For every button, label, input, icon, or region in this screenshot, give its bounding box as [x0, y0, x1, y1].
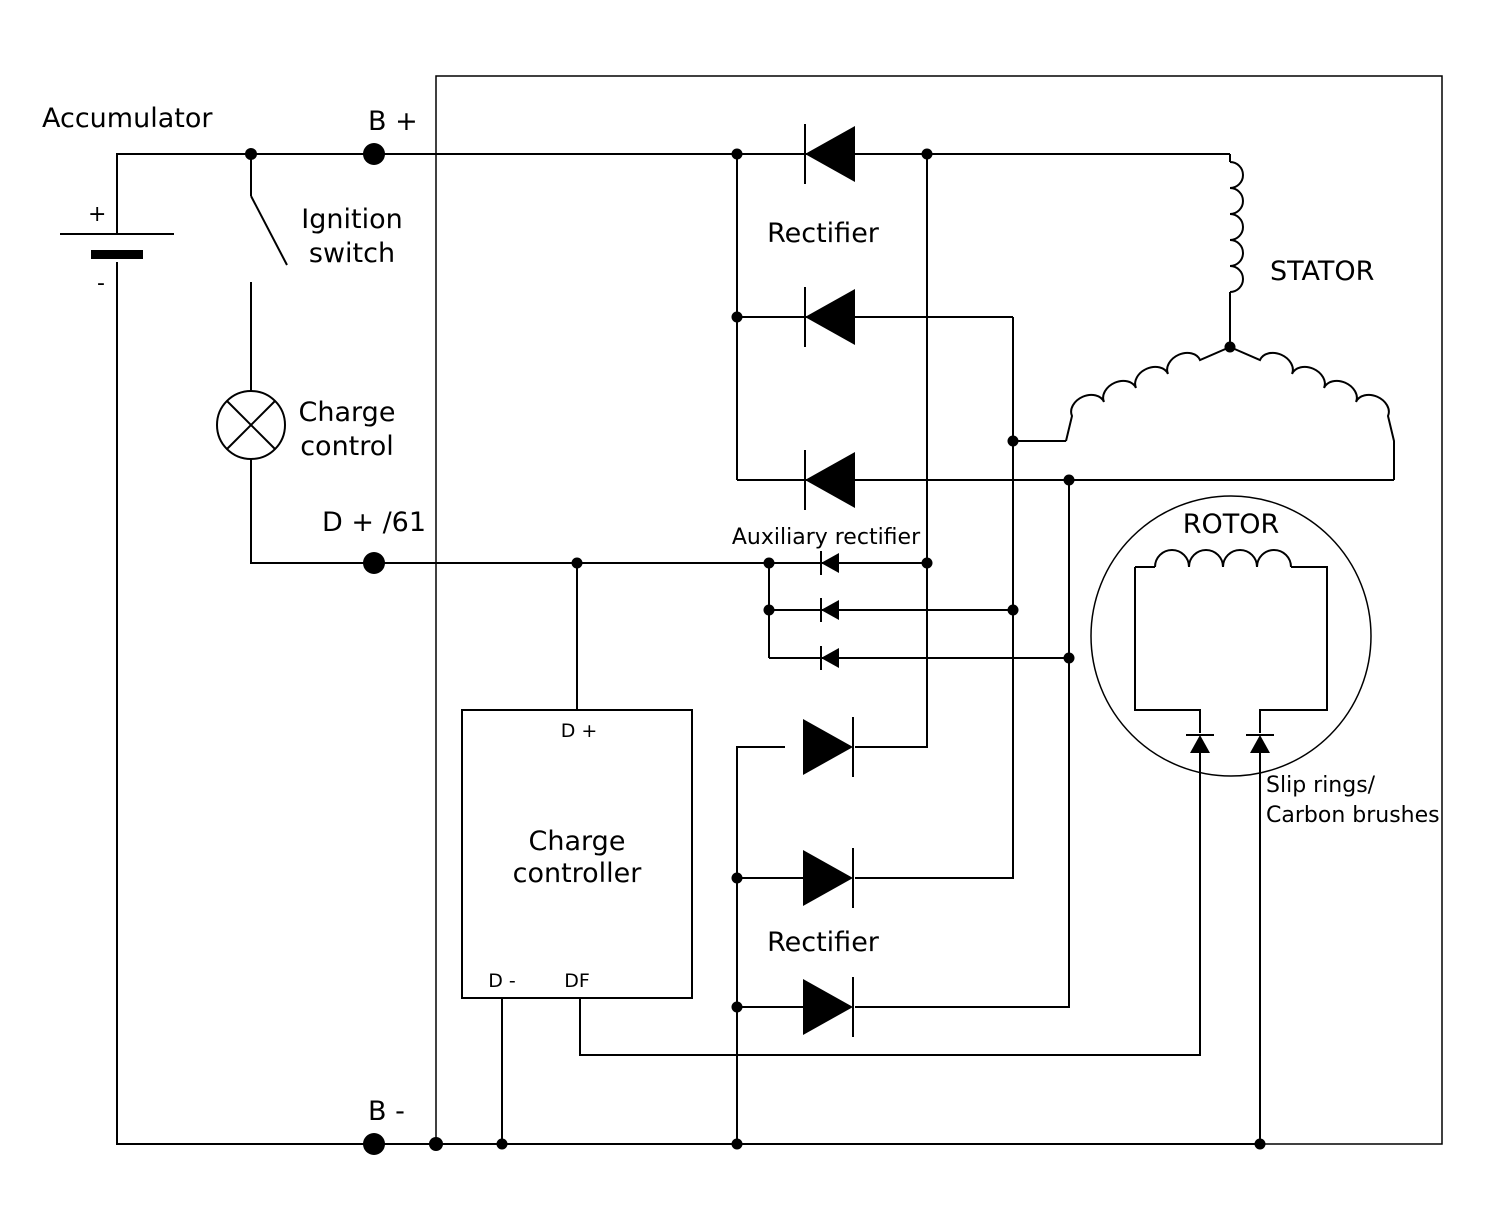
- controller-df-label: DF: [564, 970, 590, 992]
- ignition-switch-label-2: switch: [309, 238, 395, 269]
- battery-plus-sign: +: [88, 202, 106, 227]
- b-plus-label: B +: [368, 106, 418, 137]
- slip-rings-label-1: Slip rings/: [1266, 773, 1376, 798]
- charge-control-lamp: [216, 390, 286, 460]
- stator-label: STATOR: [1270, 256, 1374, 287]
- ignition-switch-label-1: Ignition: [301, 204, 402, 235]
- charge-control-label-1: Charge: [299, 397, 396, 428]
- b-minus-label: B -: [368, 1096, 405, 1127]
- battery-circuit: [60, 153, 372, 1145]
- d-plus-61-label: D + /61: [322, 507, 426, 538]
- rectifier-top-label: Rectifier: [767, 218, 880, 249]
- phase-line-1: [855, 154, 928, 748]
- charge-control-label-2: control: [300, 431, 394, 462]
- charge-controller-label-2: controller: [513, 858, 643, 889]
- d-plus-terminal: [363, 552, 385, 574]
- junction-dots: [245, 148, 1266, 1151]
- charge-controller-box: [461, 709, 693, 999]
- phase-line-2: [855, 317, 1014, 879]
- accumulator-label: Accumulator: [42, 103, 213, 134]
- ignition-switch: [250, 154, 288, 391]
- b-plus-terminal: [363, 143, 385, 165]
- upper-rectifier: [736, 124, 1394, 510]
- battery-short-plate: [91, 250, 143, 259]
- b-minus-terminal: [363, 1133, 385, 1155]
- controller-d-minus-label: D -: [488, 970, 516, 992]
- charge-controller-label-1: Charge: [529, 826, 626, 857]
- battery-minus-sign: -: [97, 271, 105, 296]
- stator-windings: [1065, 154, 1395, 480]
- auxiliary-rectifier: [768, 551, 1069, 670]
- rotor-label: ROTOR: [1183, 509, 1280, 540]
- phase-line-3: [855, 480, 1070, 1008]
- rotor: [1090, 495, 1372, 1144]
- slip-rings-label-2: Carbon brushes: [1266, 803, 1440, 828]
- controller-d-plus-label: D +: [561, 720, 598, 742]
- auxiliary-rectifier-label: Auxiliary rectifier: [732, 525, 921, 550]
- rectifier-bottom-label: Rectifier: [767, 927, 880, 958]
